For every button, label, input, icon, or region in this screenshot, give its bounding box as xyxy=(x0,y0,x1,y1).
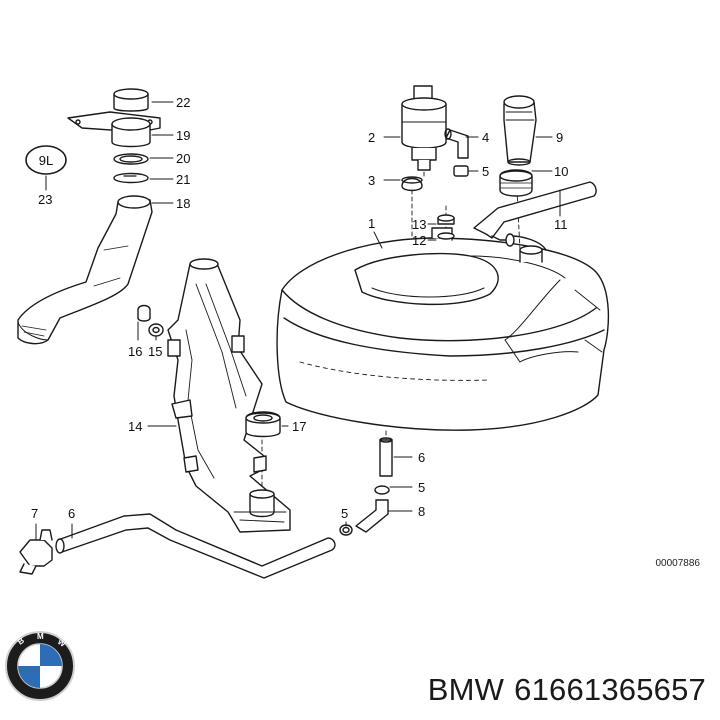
washer-reservoir-tank xyxy=(276,227,610,431)
callout-22: 22 xyxy=(176,95,190,110)
pump-grommet xyxy=(401,176,423,192)
leader-lines xyxy=(35,101,561,541)
callout-13: 13 xyxy=(412,217,426,232)
check-valve-7 xyxy=(19,529,53,575)
hose-elbow xyxy=(444,128,469,159)
callout-11: 11 xyxy=(554,217,568,232)
svg-text:M: M xyxy=(37,632,44,641)
callout-16: 16 xyxy=(128,344,142,359)
callout-20: 20 xyxy=(176,151,190,166)
callout-19: 19 xyxy=(176,128,190,143)
filler-cap-22 xyxy=(113,88,149,112)
washer-pump xyxy=(401,85,447,171)
filler-neck-9 xyxy=(503,95,537,166)
drain-hose-6 xyxy=(55,513,336,579)
filler-seal-10 xyxy=(499,169,533,197)
clip-16 xyxy=(137,304,151,322)
svg-text:B: B xyxy=(16,636,26,647)
capacity-badge xyxy=(25,145,67,175)
drawing-number: 00007886 xyxy=(655,558,701,569)
bmw-roundel-logo: B M W xyxy=(5,631,75,701)
part-number: 61661365657 xyxy=(514,672,706,707)
filler-pipe-14 xyxy=(167,258,291,533)
callout-6-left: 6 xyxy=(68,506,75,521)
callout-4: 4 xyxy=(482,130,489,145)
filler-ring-19 xyxy=(111,117,151,148)
part-caption: BMW 61661365657 xyxy=(428,672,706,708)
clamp-ring-21 xyxy=(113,172,149,184)
seal-ring-20 xyxy=(113,153,149,165)
callout-17: 17 xyxy=(292,419,306,434)
callout-7: 7 xyxy=(31,506,38,521)
tank-o-ring-12 xyxy=(437,232,455,240)
callout-12: 12 xyxy=(412,233,426,248)
callout-8: 8 xyxy=(418,504,425,519)
callout-15: 15 xyxy=(148,344,162,359)
callout-5-lower: 5 xyxy=(341,506,348,521)
washer-15 xyxy=(148,323,164,337)
tank-seal-13 xyxy=(437,214,455,225)
hose-clip-upper xyxy=(453,165,469,177)
callout-1: 1 xyxy=(368,216,375,231)
callout-18: 18 xyxy=(176,196,190,211)
filler-tube-18 xyxy=(17,195,153,345)
callout-3: 3 xyxy=(368,173,375,188)
callout-10: 10 xyxy=(554,164,568,179)
callout-14: 14 xyxy=(128,419,142,434)
badge-label: 9L xyxy=(39,153,53,168)
brand-name: BMW xyxy=(427,672,505,707)
hose-6-right xyxy=(379,437,393,477)
grommet-17 xyxy=(245,411,281,438)
callout-6-right: 6 xyxy=(418,450,425,465)
callout-21: 21 xyxy=(176,172,190,187)
svg-text:W: W xyxy=(56,637,68,649)
hose-clip-5-right xyxy=(374,485,390,495)
callout-23: 23 xyxy=(38,192,52,207)
elbow-8 xyxy=(355,499,389,533)
callout-9: 9 xyxy=(556,130,563,145)
callout-5-right: 5 xyxy=(418,480,425,495)
callout-2: 2 xyxy=(368,130,375,145)
callout-numbers: 22 19 20 21 18 23 2 3 4 5 9 10 11 13 12 … xyxy=(31,95,568,521)
callout-5-upper: 5 xyxy=(482,164,489,179)
vent-hose-11 xyxy=(473,181,597,251)
